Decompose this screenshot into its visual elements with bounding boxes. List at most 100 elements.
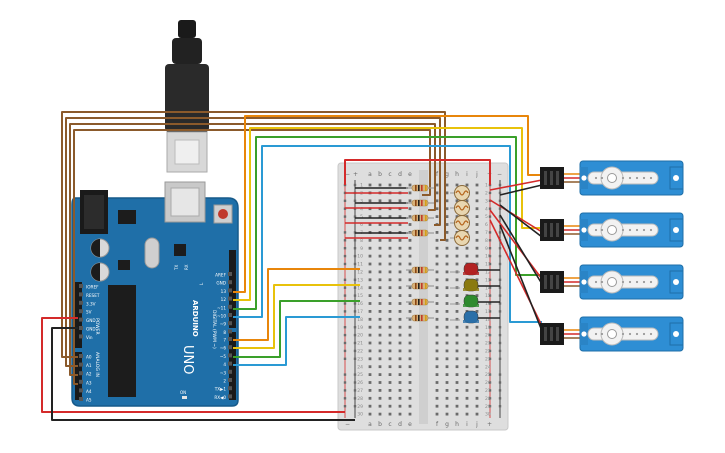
breadboard-hole [435, 191, 439, 195]
breadboard-hole [445, 238, 449, 242]
row-number: 4 [360, 206, 363, 212]
pin-label: ~11 [217, 305, 226, 310]
breadboard-hole [368, 183, 372, 187]
photoresistor [450, 230, 470, 246]
rail-hole [488, 397, 492, 400]
breadboard-hole [455, 389, 459, 392]
breadboard-hole [388, 254, 392, 258]
rail-hole [343, 373, 347, 376]
row-number: 15 [357, 293, 363, 299]
breadboard-hole [435, 341, 439, 345]
header-pin [228, 296, 232, 301]
analog-header-title: ANALOG IN [94, 352, 100, 377]
rail-hole [488, 254, 492, 258]
tx-label: TX [174, 265, 179, 271]
breadboard-hole [455, 183, 459, 187]
rail-hole [353, 278, 357, 281]
arduino-brand: ARDUINO [191, 300, 199, 337]
breadboard-hole [455, 278, 459, 282]
row-number: 30 [357, 412, 363, 418]
breadboard-hole [435, 325, 439, 329]
breadboard-hole [465, 396, 469, 400]
header-pin [228, 321, 232, 326]
breadboard-hole [378, 333, 382, 337]
breadboard-hole [408, 389, 412, 392]
resistor [406, 266, 434, 274]
breadboard-hole [455, 381, 459, 384]
breadboard-hole [398, 294, 402, 297]
row-number: 21 [485, 341, 491, 347]
breadboard-hole [455, 404, 459, 408]
breadboard-hole [435, 404, 439, 408]
pin-label: A1 [86, 363, 92, 368]
breadboard-hole [368, 246, 372, 250]
breadboard-hole [378, 223, 382, 226]
rail-hole [498, 215, 502, 218]
rail-hole [488, 326, 492, 329]
row-number: 26 [485, 380, 491, 386]
breadboard-hole [475, 183, 479, 187]
rail-hole [353, 286, 357, 289]
breadboard-hole [445, 365, 449, 369]
row-number: 9 [485, 246, 488, 252]
resistor [406, 282, 434, 290]
breadboard-hole [435, 215, 439, 218]
rail-hole [343, 215, 347, 218]
breadboard-hole [388, 317, 392, 321]
breadboard-hole [435, 246, 439, 250]
rail-hole [353, 215, 357, 218]
rail-hole [498, 397, 502, 400]
breadboard-hole [435, 199, 439, 203]
breadboard-hole [455, 412, 459, 416]
row-number: 27 [485, 388, 491, 394]
breadboard-hole [475, 310, 479, 313]
rail-hole [353, 333, 357, 337]
rail-hole [488, 215, 492, 218]
header-pin [79, 362, 83, 367]
breadboard-hole [435, 207, 439, 211]
breadboard-hole [465, 246, 469, 250]
column-letter-top: g [445, 171, 449, 178]
breadboard-hole [368, 357, 372, 361]
row-number: 18 [485, 317, 491, 323]
pin-label: ~9 [220, 322, 227, 327]
wire-red-rail-bridge [344, 159, 491, 185]
breadboard-hole [465, 373, 469, 376]
breadboard-hole [445, 223, 449, 226]
row-number: 13 [485, 277, 491, 283]
header-pin [228, 369, 232, 374]
rail-hole [343, 333, 347, 337]
breadboard-hole [398, 238, 402, 242]
pin-label: A0 [86, 355, 92, 360]
header-pin [228, 345, 232, 350]
pin-label: 12 [221, 297, 227, 302]
breadboard-hole [388, 278, 392, 282]
row-number: 22 [485, 349, 491, 355]
column-letter-top: i [466, 171, 468, 178]
rail-hole [498, 326, 502, 329]
row-number: 3 [360, 198, 363, 204]
breadboard-hole [398, 349, 402, 353]
leds [450, 262, 479, 324]
resistors [406, 184, 434, 322]
row-number: 19 [357, 325, 363, 331]
breadboard-hole [435, 365, 439, 369]
breadboard-hole [388, 373, 392, 376]
breadboard-hole [368, 278, 372, 282]
breadboard-hole [435, 333, 439, 337]
breadboard-hole [388, 215, 392, 218]
row-number: 18 [357, 317, 363, 323]
resistor [406, 298, 434, 306]
wire-brown-a1 [65, 117, 441, 367]
breadboard-hole [408, 404, 412, 408]
row-number: 29 [357, 404, 363, 410]
rail-hole [488, 302, 492, 305]
breadboard-hole [388, 238, 392, 242]
breadboard-hole [435, 278, 439, 282]
servo-motor [540, 212, 684, 248]
row-number: 25 [485, 372, 491, 378]
rail-hole [488, 286, 492, 289]
breadboard-hole [398, 381, 402, 384]
breadboard-hole [445, 262, 449, 266]
rail-hole [353, 381, 357, 384]
